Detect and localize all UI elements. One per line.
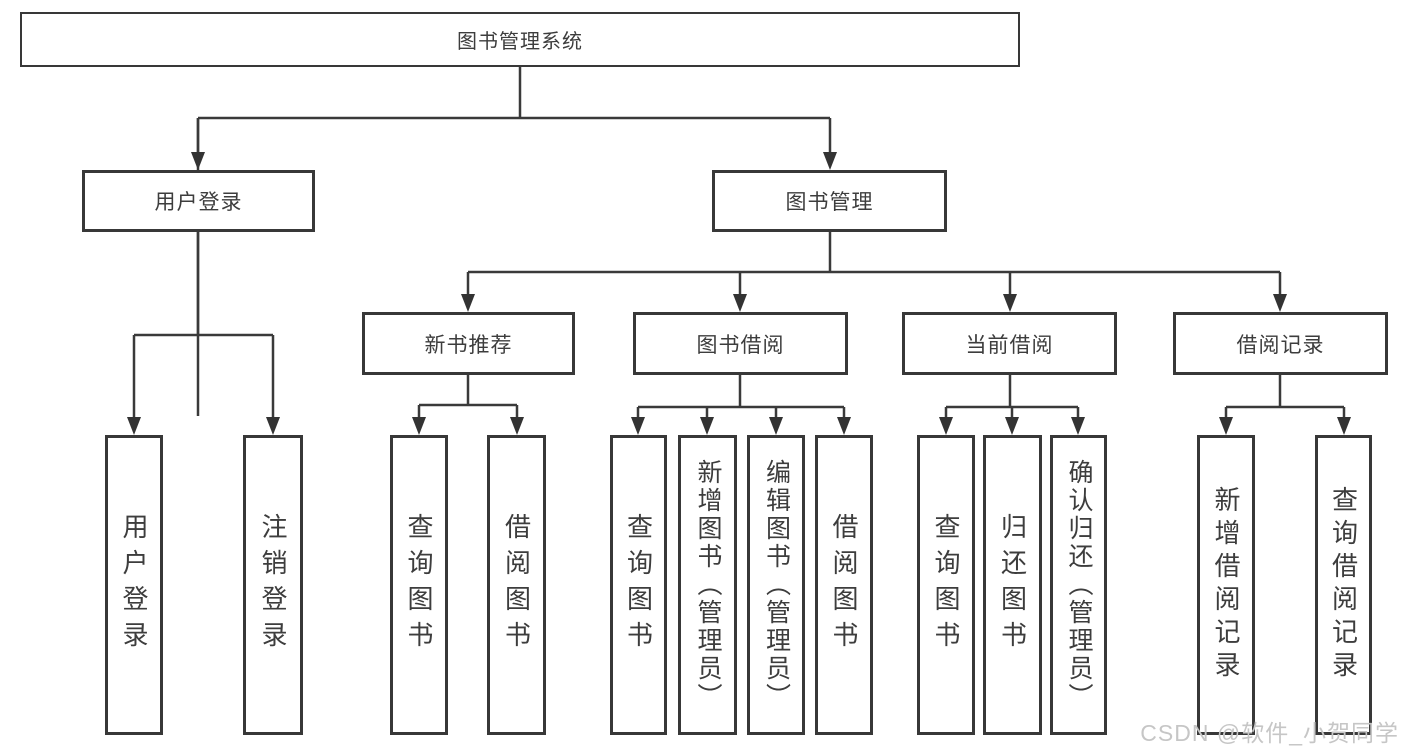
watermark: CSDN @软件_小贺同学 [1140,720,1399,746]
connector-book-borrowing-branch [636,375,846,417]
arrowhead [1071,417,1085,435]
node-user-login: 用户登录 [82,170,315,232]
leaf-edit-books-admin: 编辑图书（管理员） [747,435,805,735]
leaf-borrow-books-borrowing: 借阅图书 [815,435,873,735]
arrowhead [1219,417,1233,435]
leaf-add-borrow-record: 新增借阅记录 [1197,435,1255,735]
node-library-system: 图书管理系统 [20,12,1020,67]
arrowhead [461,294,475,312]
leaf-query-books-current: 查询图书 [917,435,975,735]
leaf-query-borrow-record: 查询借阅记录 [1315,435,1372,735]
node-borrowing-records: 借阅记录 [1173,312,1388,375]
arrowhead [1337,417,1351,435]
node-current-borrowing: 当前借阅 [902,312,1117,375]
arrowhead [412,417,426,435]
connector-user-login-branch [132,232,275,417]
arrowhead [769,417,783,435]
arrowhead [510,417,524,435]
arrowhead [733,294,747,312]
node-new-book-recommend: 新书推荐 [362,312,575,375]
leaf-logout: 注销登录 [243,435,303,735]
leaf-add-books-admin: 新增图书（管理员） [678,435,737,735]
leaf-query-books-recommend: 查询图书 [390,435,448,735]
arrowhead [700,417,714,435]
arrowhead [1273,294,1287,312]
connector-current-borrowing-branch [944,375,1080,417]
leaf-query-books-borrowing: 查询图书 [610,435,667,735]
leaf-confirm-return-admin: 确认归还（管理员） [1050,435,1107,735]
leaf-borrow-books-recommend: 借阅图书 [487,435,546,735]
node-book-management: 图书管理 [712,170,947,232]
arrowhead [266,417,280,435]
arrowhead [127,417,141,435]
arrowhead [823,152,837,170]
arrowhead [191,152,205,170]
leaf-return-books: 归还图书 [983,435,1042,735]
arrowhead [1003,294,1017,312]
node-book-borrowing: 图书借阅 [633,312,848,375]
connector-borrow-records-branch [1224,375,1346,417]
arrowhead [837,417,851,435]
arrowhead [631,417,645,435]
arrowhead [939,417,953,435]
connector-new-book-branch [417,375,519,417]
connector-book-mgmt-branch [466,232,1282,294]
arrowhead [1005,417,1019,435]
leaf-user-login: 用户登录 [105,435,163,735]
